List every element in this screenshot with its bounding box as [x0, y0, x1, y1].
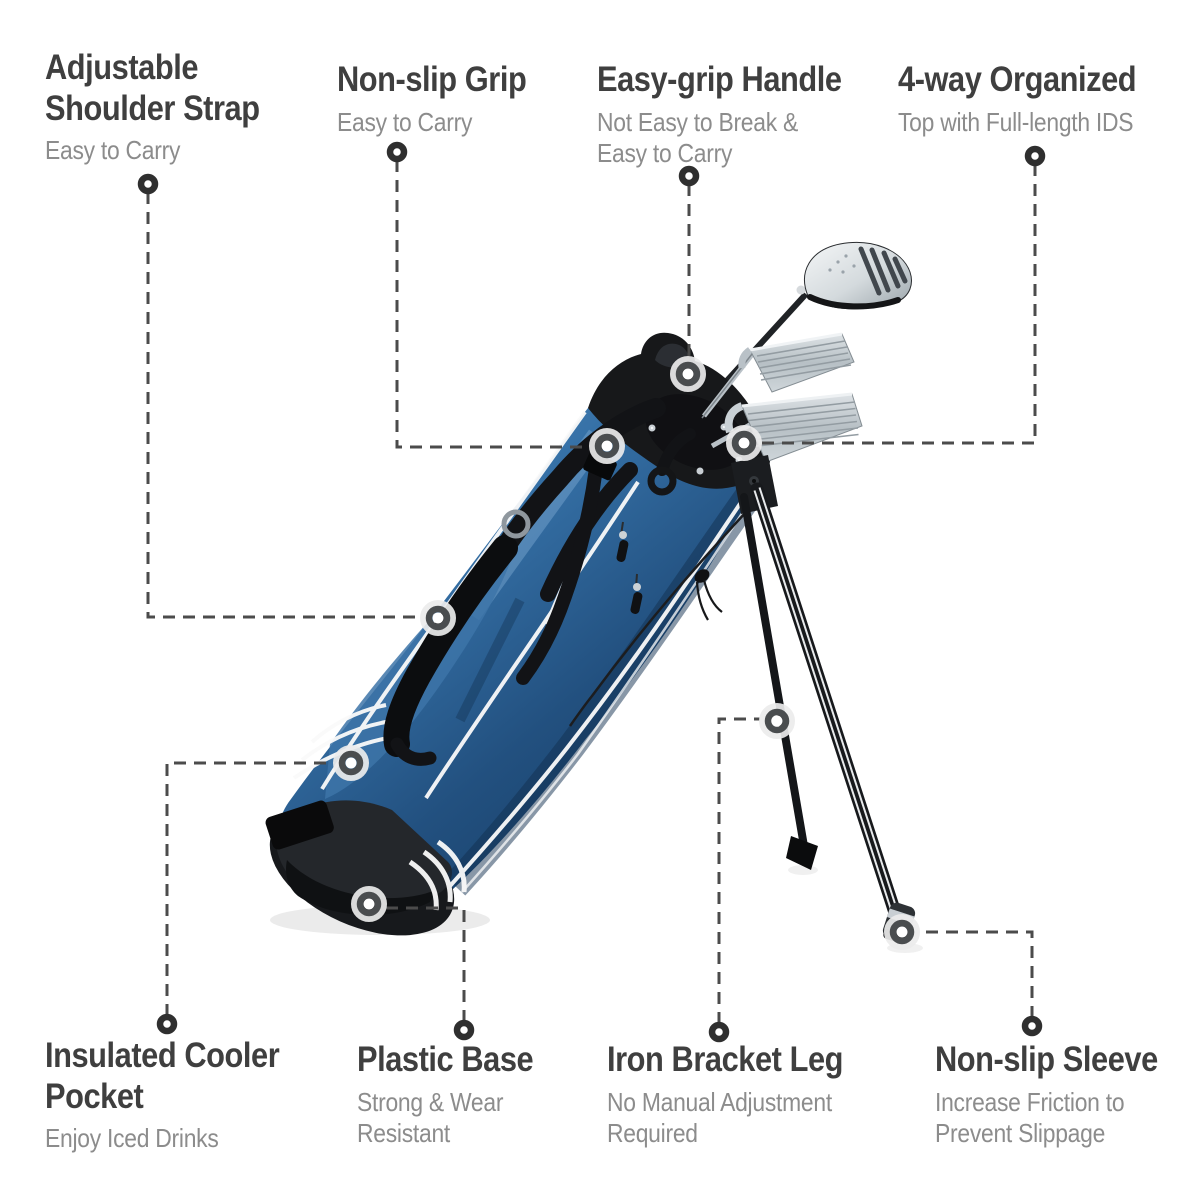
callout-insulated-cooler-pocket: Insulated Cooler Pocket Enjoy Iced Drink…: [45, 1036, 280, 1155]
connector-iron-bracket-leg: [708, 703, 795, 1043]
connector-non-slip-grip: [386, 141, 625, 464]
driver-face-grooves: [858, 246, 908, 296]
callout-easy-grip-handle: Easy-grip Handle Not Easy to Break & Eas…: [597, 60, 842, 170]
feature-title: Adjustable Shoulder Strap: [45, 48, 260, 128]
feature-subtitle: No Manual Adjustment Required: [607, 1086, 832, 1149]
target-iron-bracket-leg: [759, 703, 795, 739]
connector-insulated-cooler-pocket: [156, 745, 369, 1035]
target-easy-grip-handle: [670, 356, 706, 392]
target-shoulder-strap: [420, 600, 456, 636]
callout-shoulder-strap: Adjustable Shoulder Strap Easy to Carry: [45, 48, 260, 167]
connector-plastic-base: [351, 886, 475, 1041]
connector-easy-grip-handle: [670, 165, 706, 392]
callout-non-slip-grip: Non-slip Grip Easy to Carry: [337, 60, 527, 138]
connector-shoulder-strap: [137, 173, 456, 636]
bag-base: [265, 800, 490, 936]
target-four-way-organized: [726, 425, 762, 461]
callout-plastic-base: Plastic Base Strong & Wear Resistant: [357, 1040, 534, 1150]
drawstring-cord: [568, 511, 747, 727]
feature-subtitle: Not Easy to Break & Easy to Carry: [597, 106, 798, 169]
callout-four-way-organized: 4-way Organized Top with Full-length IDS: [898, 60, 1137, 138]
feature-title: Non-slip Sleeve: [935, 1040, 1158, 1079]
target-non-slip-grip: [589, 428, 625, 464]
feature-title: 4-way Organized: [898, 60, 1137, 99]
feature-title: Iron Bracket Leg: [607, 1040, 844, 1079]
zipper-pulls: [616, 521, 643, 614]
feature-title: Easy-grip Handle: [597, 60, 842, 99]
driver-crown-dots: [828, 254, 856, 274]
callout-connectors: [137, 141, 1046, 1043]
feature-subtitle: Easy to Carry: [337, 106, 473, 137]
feature-subtitle: Increase Friction to Prevent Slippage: [935, 1086, 1125, 1149]
stand-legs: [731, 455, 923, 953]
golf-bag-body: [265, 408, 766, 936]
iron1-grooves: [756, 340, 852, 381]
connector-non-slip-sleeve: [884, 914, 1043, 1037]
connector-four-way-organized: [726, 145, 1046, 461]
callout-non-slip-sleeve: Non-slip Sleeve Increase Friction to Pre…: [935, 1040, 1158, 1150]
white-piping: [292, 410, 766, 911]
feature-subtitle: Easy to Carry: [45, 135, 181, 166]
product-golf-stand-bag: [265, 241, 923, 953]
target-plastic-base: [351, 886, 387, 922]
feature-subtitle: Enjoy Iced Drinks: [45, 1123, 219, 1154]
driver-club: [699, 241, 912, 411]
feature-subtitle: Strong & Wear Resistant: [357, 1086, 504, 1149]
callout-iron-bracket-leg: Iron Bracket Leg No Manual Adjustment Re…: [607, 1040, 843, 1150]
feature-title: Non-slip Grip: [337, 60, 527, 99]
feature-title: Plastic Base: [357, 1040, 534, 1079]
feature-title: Insulated Cooler Pocket: [45, 1036, 280, 1116]
target-non-slip-sleeve: [884, 914, 920, 950]
shoulder-straps: [383, 398, 696, 766]
feature-subtitle: Top with Full-length IDS: [898, 106, 1134, 137]
target-insulated-cooler-pocket: [333, 745, 369, 781]
